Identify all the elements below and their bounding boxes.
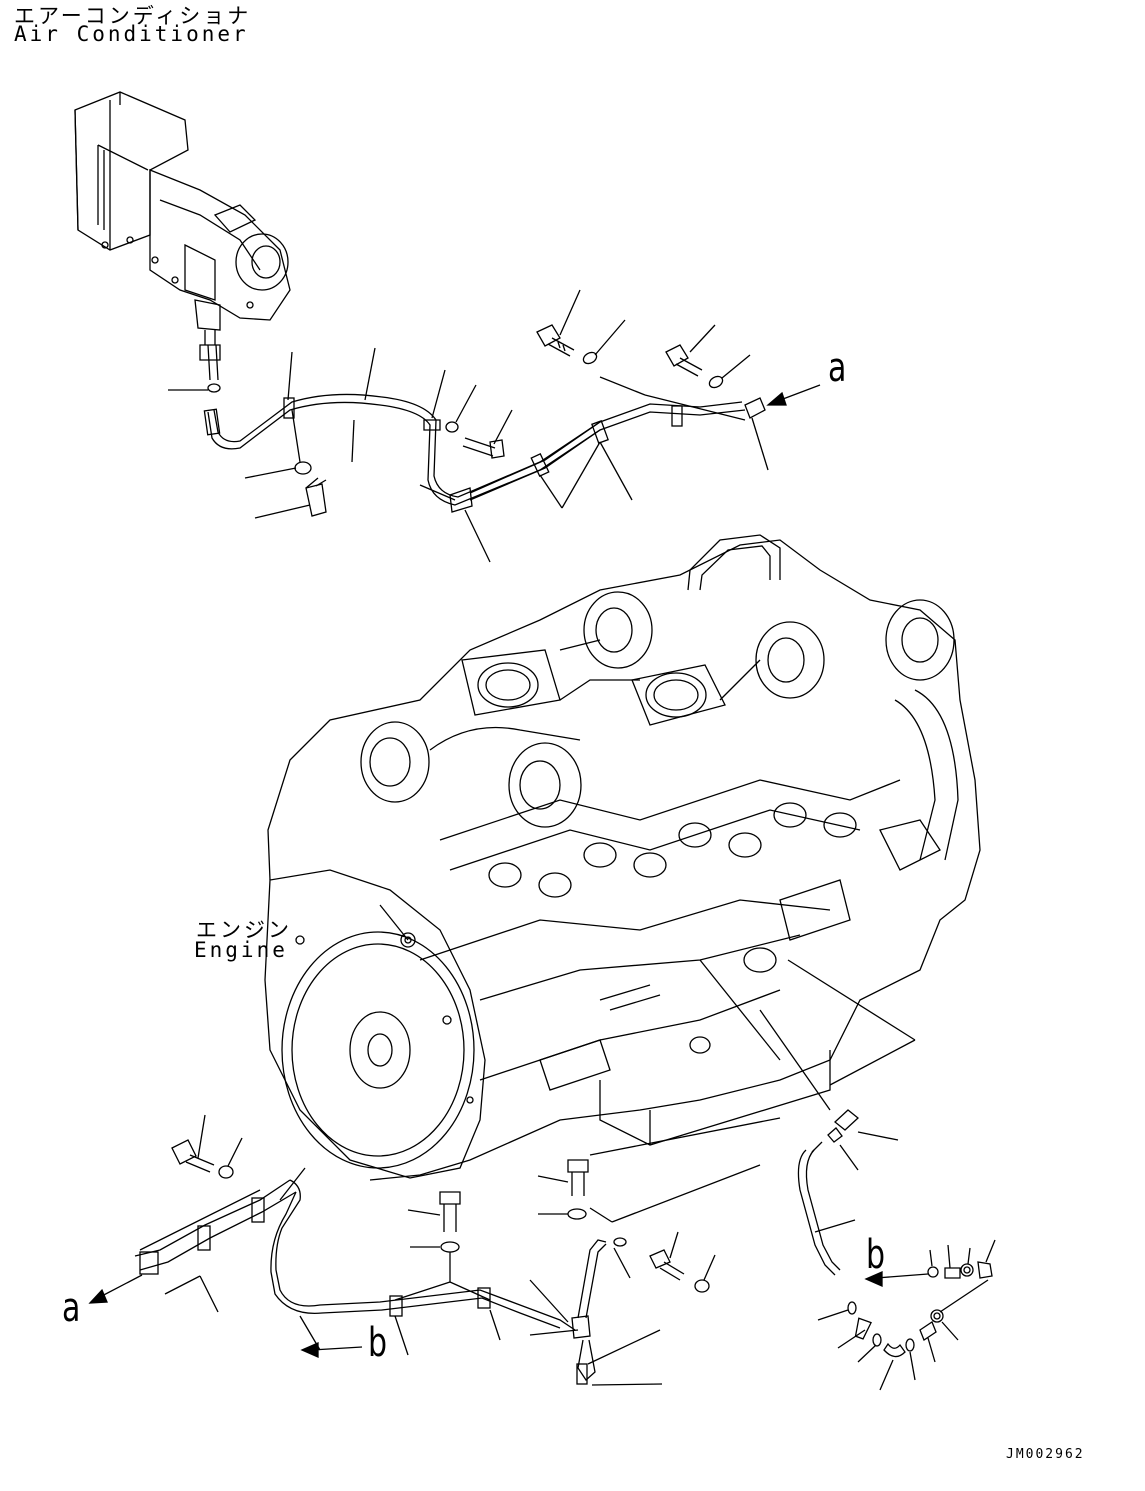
washer-upper-2 [708,375,724,389]
ac-outlet-pipe [207,344,219,381]
bolt-upper-2 [665,344,703,377]
bolt-lower-1 [171,1139,215,1173]
air-conditioner-label-en: Air Conditioner [14,22,249,46]
bolt-upper-4 [305,477,327,517]
bolt-lower-4 [649,1249,685,1281]
reference-a-top: a [828,345,847,391]
air-conditioner-unit [74,91,291,361]
washer-upper-1 [582,351,598,365]
washer-lower-1 [218,1165,234,1179]
bolt-lower-2 [567,1159,589,1196]
leader-lines-upper [168,289,769,563]
sensor-harness [797,1109,859,1276]
small-fittings [847,1261,993,1358]
engine-assembly [264,534,981,1181]
arrow-b-middle [300,1342,363,1358]
washer-lower-2 [567,1208,587,1220]
reference-b-right: b [866,1232,886,1278]
arrow-a-bottom [88,1274,143,1304]
leader-lines-lower [139,1114,781,1386]
washer-upper-4 [294,461,312,475]
engine-label-jp: エンジン [196,918,292,942]
lower-hose-assembly [134,1179,607,1385]
upper-hose-assembly [203,393,766,513]
bolt-lower-3 [439,1191,461,1232]
leader-lines-engine [379,904,916,1111]
o-ring-lower [613,1237,627,1247]
arrow-b-right [864,1271,929,1287]
washer-lower-3 [440,1241,460,1253]
engine-label-en: Engine [194,938,288,962]
reference-a-bottom: a [62,1285,81,1331]
o-ring [207,383,221,393]
bolt-upper-1 [536,324,575,357]
drawing-number: JM002962 [1006,1447,1085,1462]
washer-upper-3 [445,421,459,433]
washer-lower-4 [694,1279,710,1293]
leader-lines-right [814,1131,996,1391]
reference-b-middle: b [368,1320,388,1366]
bolt-upper-3 [462,437,505,459]
air-conditioner-label-jp: エアーコンディショナ [14,4,252,28]
arrow-a-top [766,384,821,406]
